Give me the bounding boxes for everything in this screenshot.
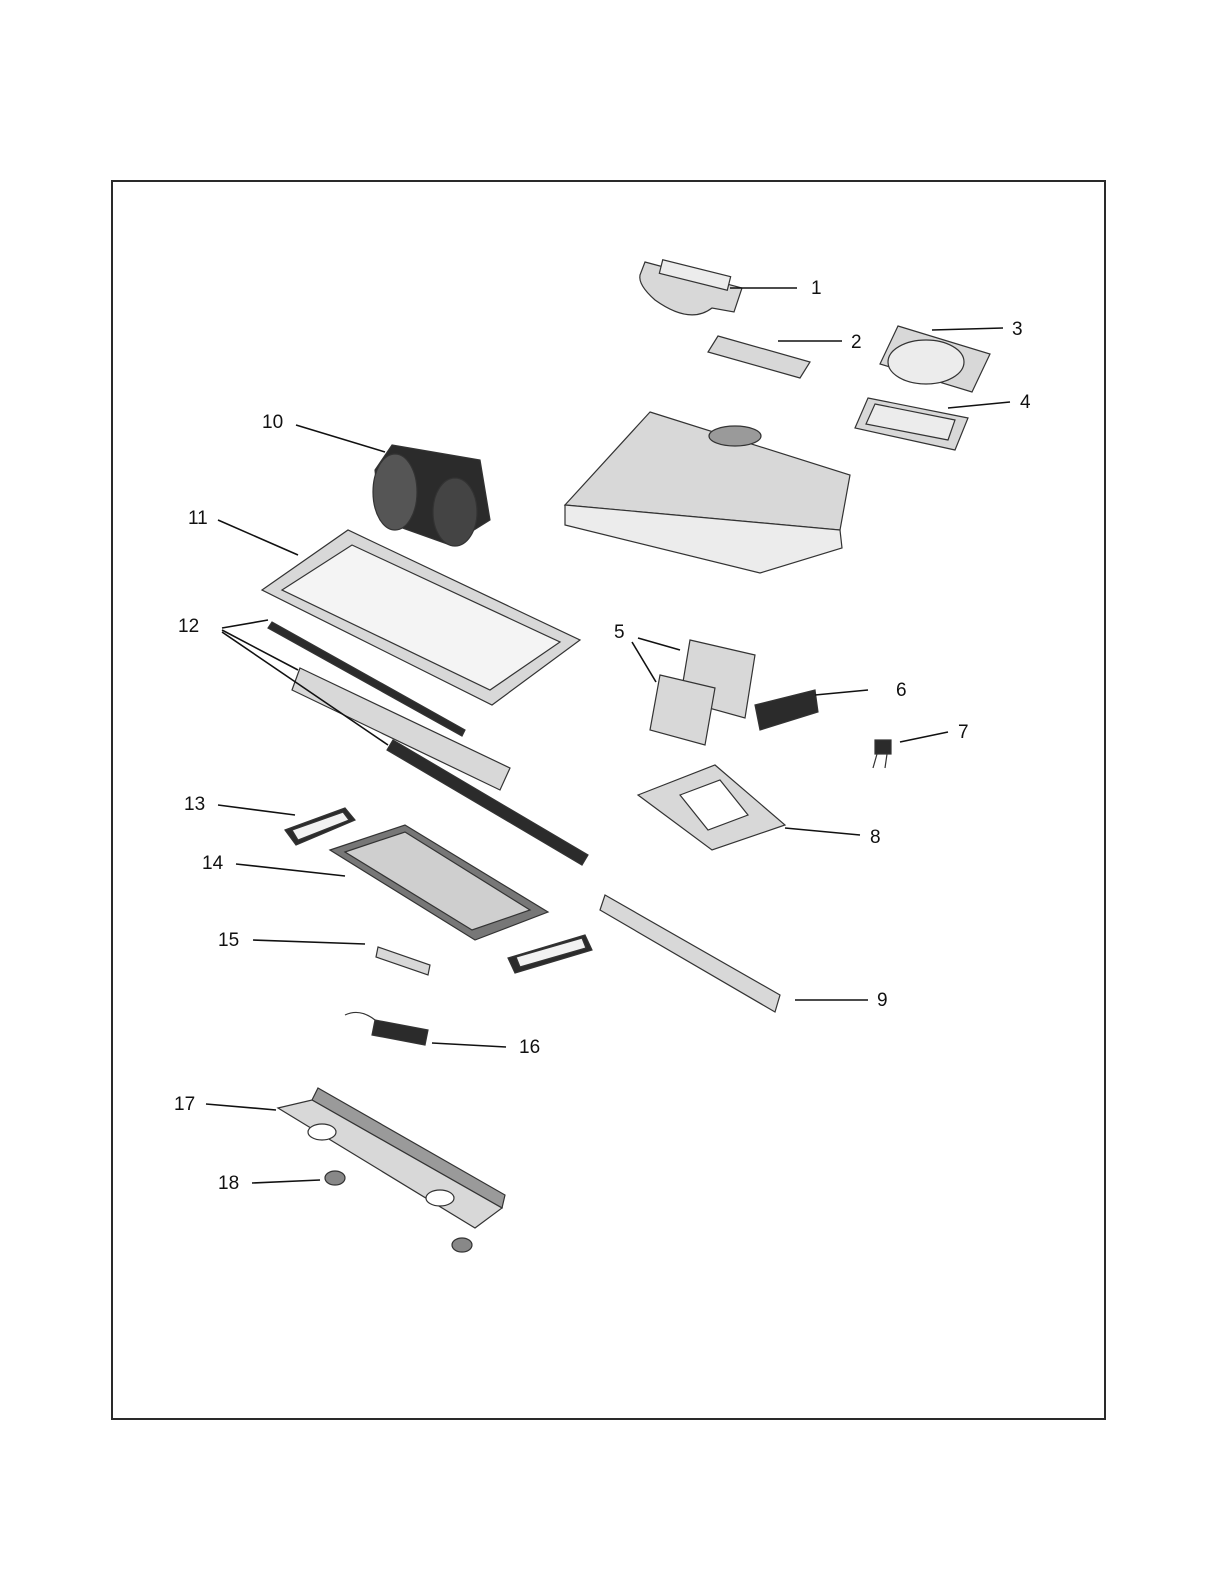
part-1-top-plate <box>640 260 742 315</box>
part-8-mounting-plate <box>638 765 785 850</box>
part-7-switch <box>873 740 891 768</box>
leader-17 <box>206 1104 276 1110</box>
leader-6 <box>815 690 868 695</box>
leader-16 <box>432 1043 506 1047</box>
leader-14 <box>236 864 345 876</box>
part-2-flat-plate <box>708 336 810 378</box>
part-4-duct-transition <box>855 398 968 450</box>
part-6-control-board <box>755 690 818 730</box>
leader-11 <box>218 520 298 555</box>
callout-17: 17 <box>174 1094 195 1115</box>
callout-15: 15 <box>218 930 239 951</box>
callout-12: 12 <box>178 616 199 637</box>
part-3-ring-plate <box>880 326 990 392</box>
leader-4 <box>948 402 1010 408</box>
callout-6: 6 <box>896 680 907 701</box>
leader-18 <box>252 1180 320 1183</box>
callout-2: 2 <box>851 332 862 353</box>
leader-12a <box>222 620 268 628</box>
callout-9: 9 <box>877 990 888 1011</box>
leader-7 <box>900 732 948 742</box>
callout-4: 4 <box>1020 392 1031 413</box>
callout-7: 7 <box>958 722 969 743</box>
part-10-blower <box>373 445 490 546</box>
callout-18: 18 <box>218 1173 239 1194</box>
leader-15 <box>253 940 365 944</box>
leader-10 <box>296 425 385 452</box>
part-14-baffle-filter <box>330 825 548 940</box>
callout-13: 13 <box>184 794 205 815</box>
callout-8: 8 <box>870 827 881 848</box>
leader-5b <box>632 642 656 682</box>
part-16-driver <box>345 1012 428 1045</box>
part-17-light-panel <box>278 1088 505 1228</box>
callout-10: 10 <box>262 412 283 433</box>
part-5-brackets <box>650 640 755 745</box>
part-15-light-bracket <box>376 947 430 975</box>
leader-13 <box>218 805 295 815</box>
callout-3: 3 <box>1012 319 1023 340</box>
leader-5a <box>638 638 680 650</box>
part-9-rail <box>600 895 780 1012</box>
callout-5: 5 <box>614 622 625 643</box>
leader-3 <box>932 328 1003 330</box>
hood-body <box>565 412 850 573</box>
callout-16: 16 <box>519 1037 540 1058</box>
callout-14: 14 <box>202 853 224 874</box>
callout-1: 1 <box>811 278 822 299</box>
callout-11: 11 <box>188 508 208 529</box>
leader-8 <box>785 828 860 835</box>
